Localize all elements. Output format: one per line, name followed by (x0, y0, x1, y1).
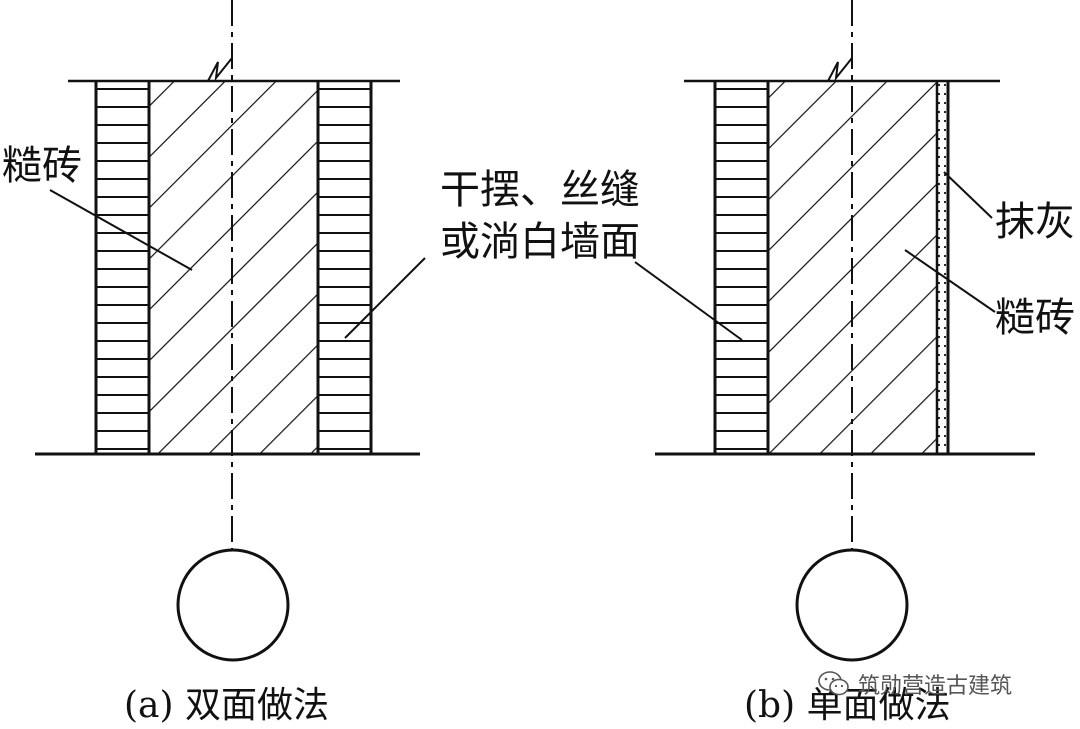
rough-brick-core-a (150, 81, 317, 454)
leader-rough-brick-b (904, 249, 996, 313)
watermark-text: 筑勋营造古建筑 (858, 674, 1013, 699)
leader-plaster-b (943, 171, 993, 219)
break-symbol-b (827, 57, 853, 82)
label-rough-brick-b: 糙砖 (995, 295, 1075, 341)
leader-rough-brick-a (49, 189, 193, 271)
caption-b: (b) 单面做法 (744, 685, 951, 726)
facing-brick-b (715, 81, 767, 454)
leader-facing-a (344, 257, 426, 339)
diagram-a (35, 0, 426, 662)
axis-bubble-a (176, 548, 290, 662)
watermark: 筑勋营造古建筑 (818, 668, 1012, 700)
axis-bubble-b (795, 548, 909, 662)
label-plaster-b: 抹灰 (995, 199, 1075, 245)
facing-brick-right-a (319, 81, 371, 454)
facing-brick-left-a (96, 81, 148, 454)
diagram-b (634, 0, 1035, 662)
caption-a: (a) 双面做法 (124, 685, 329, 726)
label-rough-brick-a: 糙砖 (2, 143, 82, 189)
break-symbol-a (207, 57, 233, 82)
wechat-icon (818, 671, 849, 696)
label-facing-line1: 干摆、丝缝 (440, 167, 640, 213)
plaster-layer-b (938, 81, 947, 454)
leader-facing-b (634, 261, 743, 341)
label-facing-line2: 或淌白墙面 (440, 219, 640, 265)
